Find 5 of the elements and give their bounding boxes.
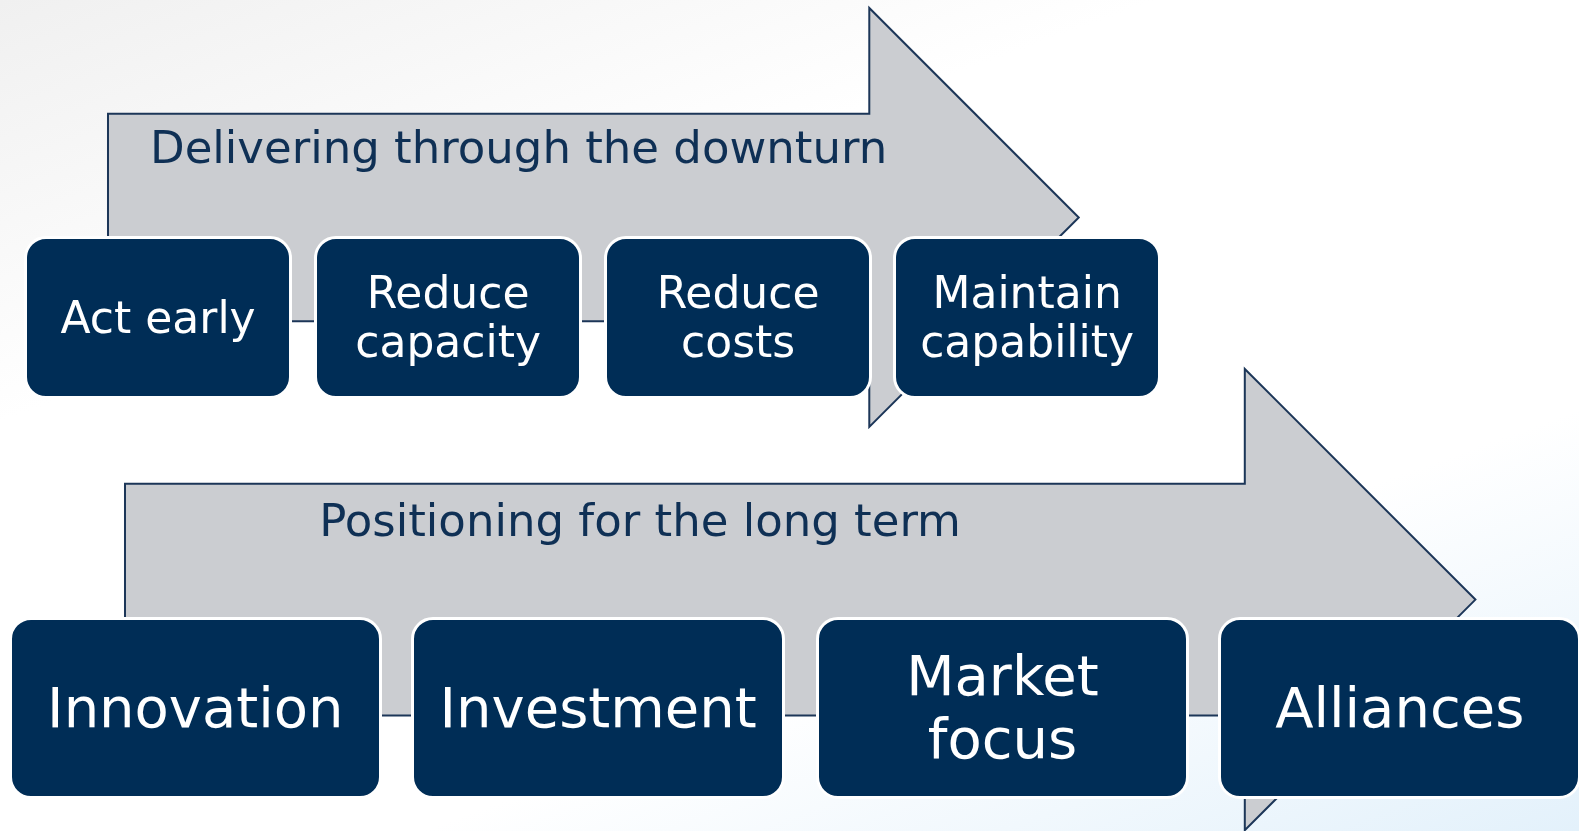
step-box: Innovation xyxy=(9,617,382,799)
arrow-heading: Delivering through the downturn xyxy=(150,121,888,175)
step-box: Alliances xyxy=(1218,617,1579,799)
step-box: Act early xyxy=(24,235,292,399)
arrow-heading: Positioning for the long term xyxy=(319,493,961,547)
